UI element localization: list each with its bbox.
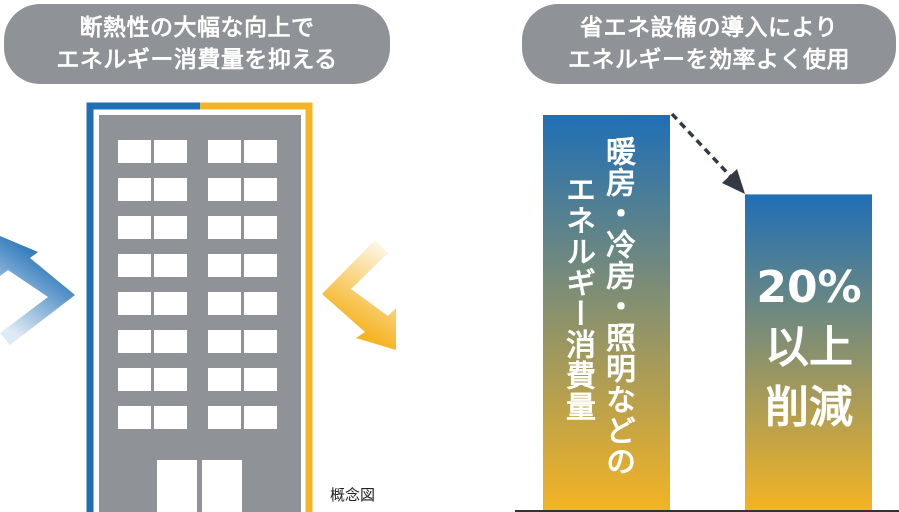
reduction-arrowhead-icon [722,169,745,194]
bar-after [745,194,872,512]
window [244,368,277,391]
heat-out-arrow-icon [0,236,75,345]
right-title-pill: 省エネ設備の導入により エネルギーを効率よく使用 [522,4,896,84]
window [208,216,241,239]
window [154,216,187,239]
left-title-line1: 断熱性の大幅な向上で [79,15,315,41]
entrance-door-right [202,460,242,512]
window [118,178,151,201]
left-title-line2: エネルギー消費量を抑える [56,47,338,73]
window [208,178,241,201]
right-title-line1: 省エネ設備の導入により [579,15,839,41]
window [244,140,277,163]
reduction-label: 20% 以上 削減 [746,258,872,438]
window [118,254,151,277]
heat-in-arrow-icon [322,240,396,350]
reduction-arrow-line [670,112,736,182]
bar-before-label-line2: エネルギー消費量 [560,174,595,422]
right-title-line2: エネルギーを効率よく使用 [568,47,850,73]
window [154,140,187,163]
left-title-pill: 断熱性の大幅な向上で エネルギー消費量を抑える [4,4,390,84]
window [154,406,187,429]
reduction-percent: 20% [756,262,862,313]
orange-insulation-frame [200,102,313,512]
window [118,368,151,391]
window [118,140,151,163]
window [118,330,151,353]
bar-before [543,115,670,512]
window [208,140,241,163]
reduction-word-2: 削減 [765,382,853,433]
window [244,178,277,201]
window [154,292,187,315]
window [154,178,187,201]
window [208,292,241,315]
window [244,406,277,429]
window [154,330,187,353]
entrance-door-left [157,460,197,512]
window [244,216,277,239]
window [118,216,151,239]
reduction-word-1: 以上 [765,322,853,373]
building-windows [118,140,277,429]
window [154,254,187,277]
bar-before-label-line1: 暖房・冷房・照明などの [600,136,635,477]
window [208,254,241,277]
window [118,292,151,315]
window [244,254,277,277]
window [244,292,277,315]
window [118,406,151,429]
blue-insulation-frame [86,102,200,512]
window [244,330,277,353]
window [208,406,241,429]
window [154,368,187,391]
window [208,330,241,353]
window [208,368,241,391]
concept-caption: 概念図 [330,486,376,504]
